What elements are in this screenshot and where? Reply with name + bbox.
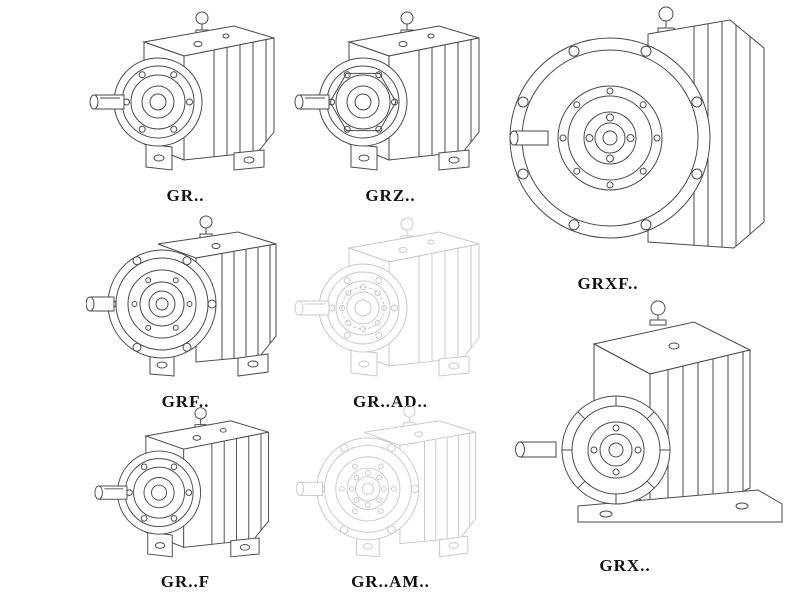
product-figure-gr-ad: GR..AD..	[288, 212, 493, 412]
product-figure-grx: GRX..	[498, 292, 798, 576]
product-figure-grf: GRF..	[83, 212, 288, 412]
gearbox-drawing-gr-ad	[294, 217, 479, 377]
gearbox-drawing-grxf	[509, 6, 765, 249]
gearbox-drawing-grz	[294, 11, 479, 171]
gearbox-drawing-gr	[89, 11, 274, 171]
product-figure-grxf: GRXF..	[498, 0, 798, 294]
product-figure-grz: GRZ..	[288, 6, 493, 206]
product-label-grx: GRX..	[599, 556, 651, 575]
product-figure-gr-am: GR..AM..	[288, 402, 493, 592]
product-label-grz: GRZ..	[365, 186, 416, 205]
product-label-gr-f: GR..F	[160, 572, 211, 591]
gearbox-drawing-grx	[515, 300, 783, 523]
product-label-grf: GRF..	[161, 392, 210, 411]
gearbox-drawing-grf	[85, 215, 276, 377]
product-label-gr: GR..	[166, 186, 205, 205]
product-label-gr-am: GR..AM..	[351, 572, 430, 591]
product-figure-gr: GR..	[83, 6, 288, 206]
gearbox-drawing-gr-am	[296, 405, 476, 558]
gearbox-drawing-gr-f	[94, 407, 270, 558]
product-label-grxf: GRXF..	[577, 274, 639, 293]
product-figure-gr-f: GR..F	[83, 402, 288, 592]
